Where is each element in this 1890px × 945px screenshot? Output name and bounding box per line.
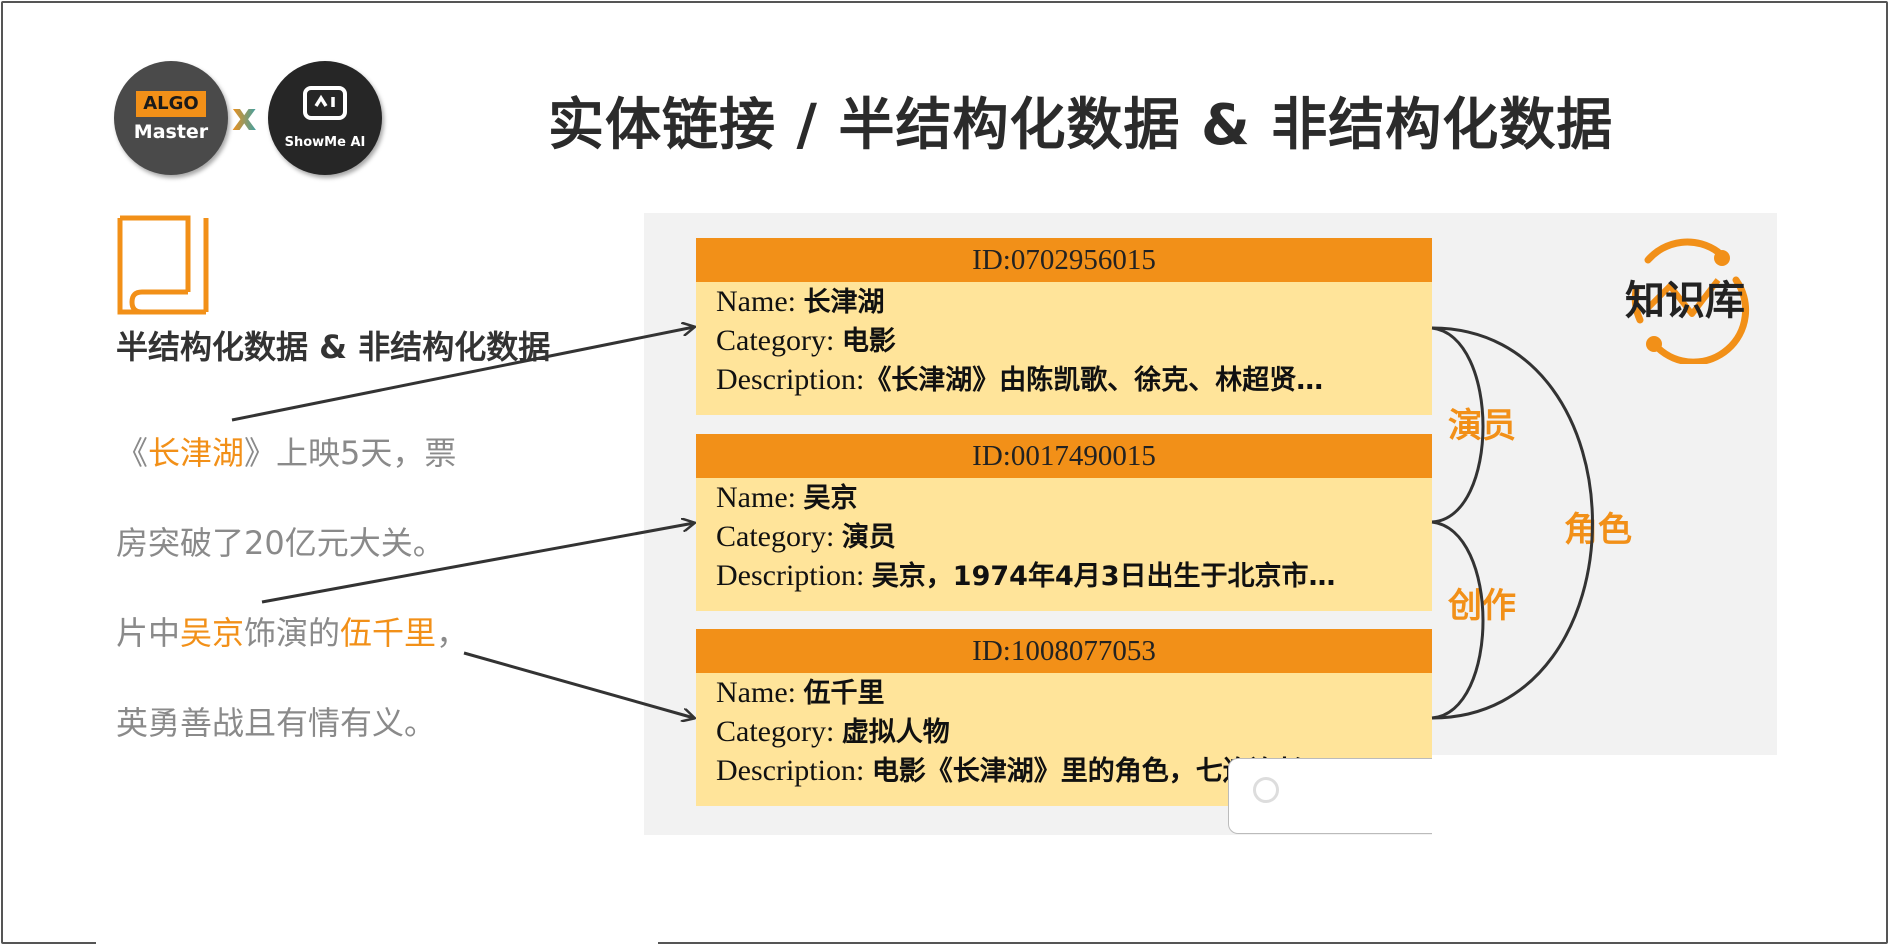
sentence-part: 房突破了20亿元大关。 bbox=[116, 524, 445, 562]
algo-logo-tag: ALGO bbox=[136, 91, 206, 117]
sentence-line-2: 房突破了20亿元大关。 bbox=[116, 518, 445, 564]
showme-logo-text: ShowMe AI bbox=[284, 135, 366, 150]
sentence-part: 饰演的 bbox=[244, 614, 341, 652]
category-label: Category: bbox=[716, 324, 842, 357]
entity-mention-wuqianli[interactable]: 伍千里 bbox=[340, 614, 437, 652]
entity-id: ID:1008077053 bbox=[696, 629, 1432, 673]
entity-category: 演员 bbox=[841, 522, 896, 553]
relation-role-label: 角色 bbox=[1564, 510, 1632, 550]
sentence-part: 英勇善战且有情有义。 bbox=[116, 704, 437, 742]
entity-description: 《长津湖》由陈凯歌、徐克、林超贤… bbox=[864, 365, 1324, 396]
entity-id: ID:0017490015 bbox=[696, 434, 1432, 478]
entity-mention-wujing[interactable]: 吴京 bbox=[180, 614, 245, 652]
search-widget[interactable] bbox=[1228, 758, 1432, 834]
category-label: Category: bbox=[716, 520, 842, 553]
bottom-edge-gap bbox=[96, 940, 658, 944]
entity-name: 长津湖 bbox=[803, 287, 885, 318]
sentence-part: 片中 bbox=[116, 614, 181, 652]
entity-category: 电影 bbox=[841, 326, 896, 357]
sentence-part: ， bbox=[436, 614, 469, 652]
sentence-line-3: 片中吴京饰演的伍千里， bbox=[116, 608, 468, 654]
description-label: Description: bbox=[716, 363, 865, 396]
logo-x-mark: x bbox=[232, 95, 257, 139]
relation-actor-label: 演员 bbox=[1448, 406, 1516, 446]
robot-face-icon bbox=[303, 86, 347, 120]
sentence-part: 《 bbox=[116, 434, 149, 472]
description-label: Description: bbox=[716, 559, 872, 592]
description-label: Description: bbox=[716, 754, 872, 787]
document-icon bbox=[117, 215, 209, 315]
algo-logo-subtitle: Master bbox=[133, 121, 209, 143]
page-title: 实体链接 / 半结构化数据 & 非结构化数据 bbox=[548, 93, 1614, 158]
entity-name: 伍千里 bbox=[803, 678, 885, 709]
entity-id: ID:0702956015 bbox=[696, 238, 1432, 282]
name-label: Name: bbox=[716, 481, 804, 514]
entity-card-changjinhu[interactable]: ID:0702956015 Name: 长津湖 Category: 电影 Des… bbox=[696, 238, 1432, 415]
entity-category: 虚拟人物 bbox=[841, 717, 950, 748]
category-label: Category: bbox=[716, 715, 842, 748]
showme-ai-logo: ShowMe AI bbox=[268, 61, 382, 175]
entity-mention-changjinhu[interactable]: 长津湖 bbox=[148, 434, 245, 472]
relation-create-label: 创作 bbox=[1448, 586, 1516, 626]
entity-description: 吴京，1974年4月3日出生于北京市… bbox=[871, 561, 1336, 592]
sentence-line-4: 英勇善战且有情有义。 bbox=[116, 698, 436, 744]
entity-card-wujing[interactable]: ID:0017490015 Name: 吴京 Category: 演员 Desc… bbox=[696, 434, 1432, 611]
name-label: Name: bbox=[716, 285, 804, 318]
knowledge-base-label: 知识库 bbox=[1625, 278, 1745, 324]
search-icon bbox=[1253, 777, 1279, 803]
knowledge-base-icon bbox=[1631, 238, 1750, 364]
algo-master-logo: ALGO Master bbox=[114, 61, 228, 175]
entity-name: 吴京 bbox=[803, 483, 858, 514]
panel-notch bbox=[1432, 755, 1777, 835]
left-heading: 半结构化数据 & 非结构化数据 bbox=[116, 328, 551, 366]
name-label: Name: bbox=[716, 676, 804, 709]
sentence-part: 》上映5天，票 bbox=[244, 434, 457, 472]
sentence-line-1: 《长津湖》上映5天，票 bbox=[116, 428, 456, 474]
